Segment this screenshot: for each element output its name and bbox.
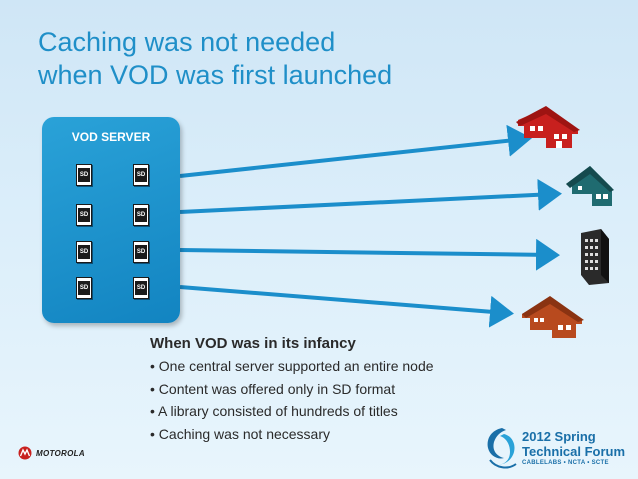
bullet-item: • A library consisted of hundreds of tit… xyxy=(150,403,398,419)
sd-badge-icon: SD xyxy=(133,241,149,263)
arrow-to-teal-house xyxy=(179,178,562,214)
forum-line-2: Technical Forum xyxy=(522,444,626,459)
sd-badge-icon: SD xyxy=(76,241,92,263)
bullet-text: A library consisted of hundreds of title… xyxy=(158,403,398,419)
motorola-logo-icon xyxy=(18,446,32,460)
bullet-text: Content was offered only in SD format xyxy=(158,380,396,397)
motorola-wordmark: MOTOROLA xyxy=(36,448,85,458)
technical-forum-logo: 2012 Spring Technical Forum CABLELABS • … xyxy=(484,426,626,472)
bullet-text: Caching was not necessary xyxy=(158,425,330,442)
title-line-2: when VOD was first launched xyxy=(38,60,393,90)
sd-badge-text: SD xyxy=(78,168,90,182)
sd-badge-text: SD xyxy=(135,168,147,182)
sd-badge-icon: SD xyxy=(76,164,92,186)
sd-badge-text: SD xyxy=(78,281,90,295)
forum-line-3: CABLELABS • NCTA • SCTE xyxy=(522,460,609,466)
teal-house-icon xyxy=(566,166,614,206)
forum-logo-icon xyxy=(487,428,517,469)
red-house-icon xyxy=(516,106,580,148)
apartment-building-icon xyxy=(581,229,609,285)
vod-server-box: VOD SERVER SD SD SD SD SD SD SD SD xyxy=(42,117,180,323)
vod-server-label: VOD SERVER xyxy=(71,130,151,144)
bullet-item: • One central server supported an entire… xyxy=(150,358,434,374)
sd-badge-icon: SD xyxy=(133,164,149,186)
motorola-logo: MOTOROLA xyxy=(18,446,85,460)
bullet-item: • Caching was not necessary xyxy=(150,425,330,442)
bullet-item: • Content was offered only in SD format xyxy=(150,380,396,397)
sd-badge-text: SD xyxy=(135,245,147,259)
content-block: When VOD was in its infancy • One centra… xyxy=(150,333,434,445)
sd-badge-icon: SD xyxy=(133,277,149,299)
arrow-to-building xyxy=(179,238,560,271)
sd-badge-text: SD xyxy=(135,208,147,222)
sd-badge-text: SD xyxy=(135,281,147,295)
title-line-1: Caching was not needed xyxy=(38,27,336,57)
sd-badge-text: SD xyxy=(78,245,90,259)
sd-badge-icon: SD xyxy=(76,277,92,299)
slide-title: Caching was not needed when VOD was firs… xyxy=(38,26,392,92)
arrow-to-orange-house xyxy=(179,285,514,328)
orange-house-icon xyxy=(522,296,584,338)
content-heading: When VOD was in its infancy xyxy=(150,335,356,352)
sd-badge-icon: SD xyxy=(76,204,92,226)
arrow-to-red-house xyxy=(179,124,532,178)
bullet-text: One central server supported an entire n… xyxy=(158,358,434,374)
forum-line-1: 2012 Spring xyxy=(522,429,596,444)
sd-badge-text: SD xyxy=(78,208,90,222)
sd-badge-icon: SD xyxy=(133,204,149,226)
